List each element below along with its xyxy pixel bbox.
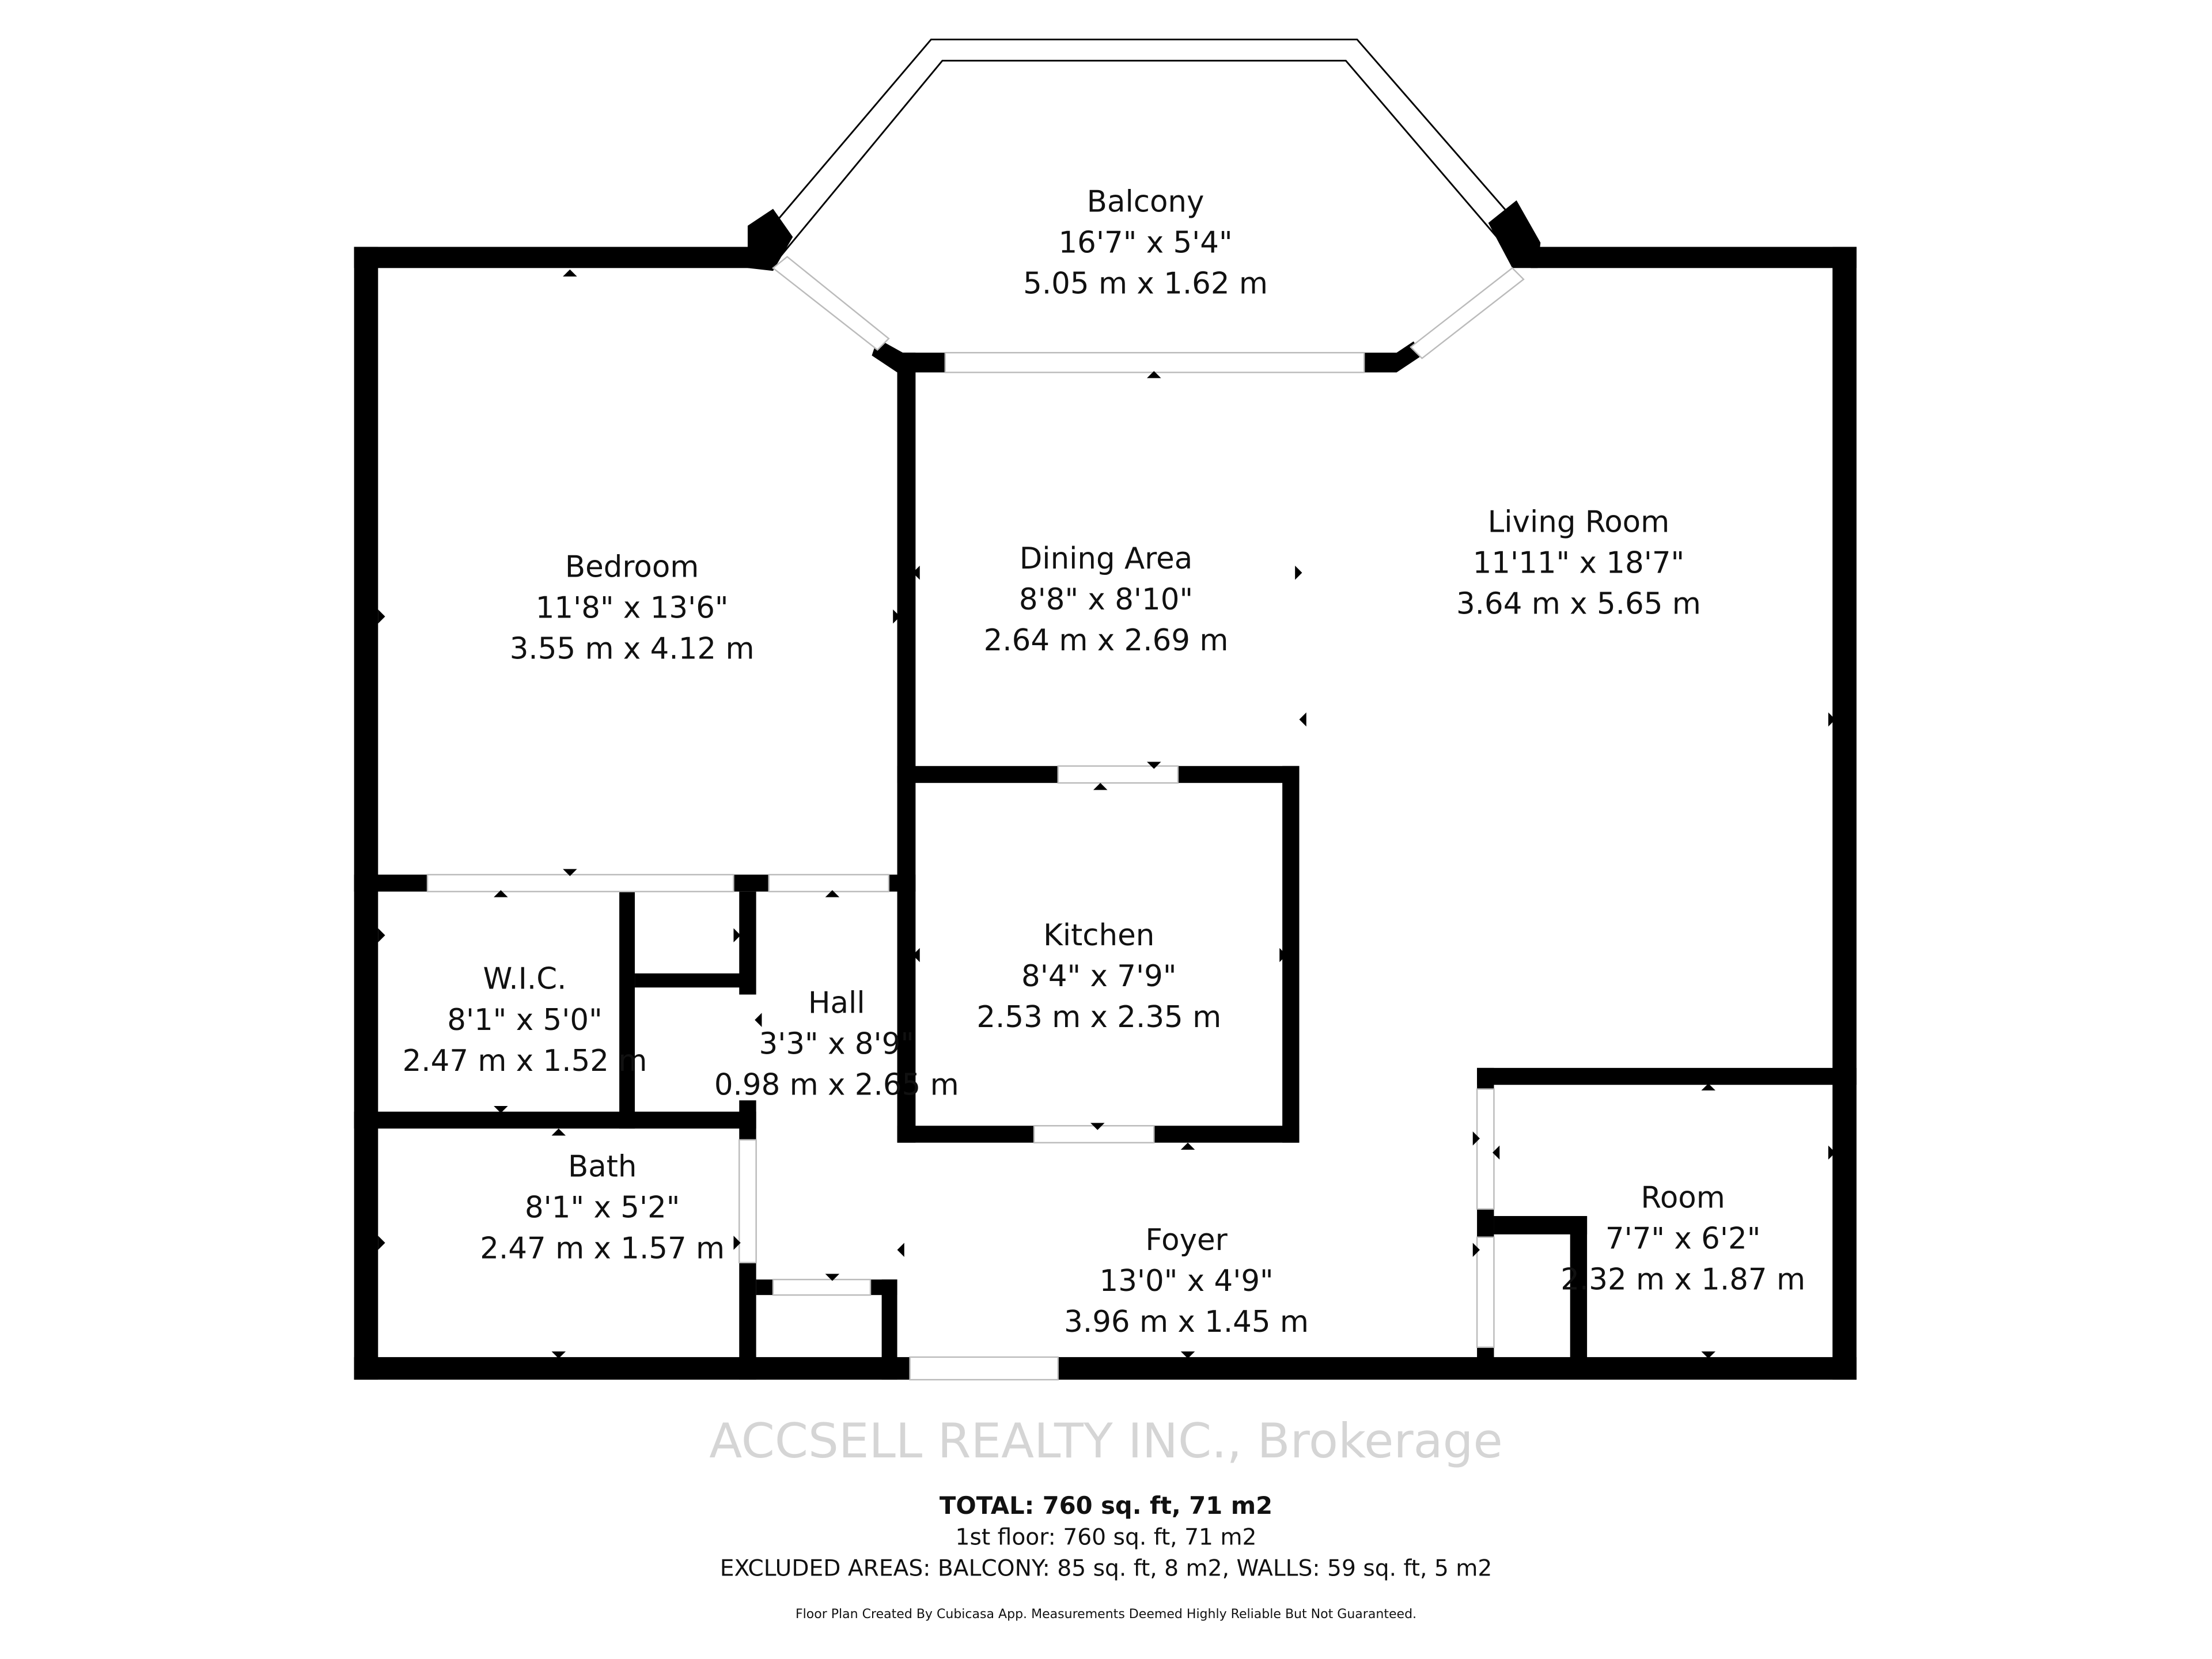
- room-imperial: 8'1" x 5'2": [525, 1190, 680, 1225]
- room-living-room: Living Room 11'11" x 18'7" 3.64 m x 5.65…: [1456, 505, 1701, 621]
- room-metric: 2.47 m x 1.52 m: [403, 1044, 647, 1078]
- room-balcony: Balcony 16'7" x 5'4" 5.05 m x 1.62 m: [1023, 184, 1268, 301]
- room-name: Room: [1641, 1180, 1725, 1215]
- room-name: W.I.C.: [483, 962, 567, 997]
- room-name: Living Room: [1488, 505, 1670, 539]
- balcony-railing: [754, 39, 1539, 257]
- room-name: Balcony: [1087, 184, 1205, 219]
- room-bath: Bath 8'1" x 5'2" 2.47 m x 1.57 m: [480, 1149, 725, 1266]
- room-name: Foyer: [1145, 1223, 1228, 1257]
- room-foyer: Foyer 13'0" x 4'9" 3.96 m x 1.45 m: [1064, 1223, 1309, 1339]
- room-imperial: 8'4" x 7'9": [1021, 959, 1176, 994]
- room-metric: 3.55 m x 4.12 m: [510, 632, 755, 666]
- room-dining-area: Dining Area 8'8" x 8'10" 2.64 m x 2.69 m: [984, 541, 1229, 658]
- room-imperial: 11'11" x 18'7": [1473, 546, 1685, 580]
- room-metric: 2.47 m x 1.57 m: [480, 1231, 725, 1266]
- room-hall: Hall 3'3" x 8'9" 0.98 m x 2.65 m: [714, 986, 959, 1102]
- room-imperial: 11'8" x 13'6": [536, 591, 729, 626]
- watermark: ACCSELL REALTY INC., Brokerage: [709, 1413, 1502, 1469]
- room-name: Hall: [808, 986, 865, 1020]
- room-imperial: 8'1" x 5'0": [447, 1003, 602, 1037]
- disclaimer: Floor Plan Created By Cubicasa App. Meas…: [796, 1607, 1416, 1622]
- room-imperial: 13'0" x 4'9": [1099, 1264, 1273, 1298]
- room-wic: W.I.C. 8'1" x 5'0" 2.47 m x 1.52 m: [403, 962, 647, 1078]
- room-name: Bedroom: [565, 550, 699, 585]
- total-area: TOTAL: 760 sq. ft, 71 m2: [940, 1491, 1272, 1520]
- room-imperial: 8'8" x 8'10": [1019, 582, 1193, 617]
- room-imperial: 16'7" x 5'4": [1058, 225, 1232, 260]
- room-name: Bath: [568, 1149, 637, 1184]
- room-metric: 2.64 m x 2.69 m: [984, 623, 1229, 658]
- windows-and-openings: [426, 256, 1525, 1381]
- room-metric: 0.98 m x 2.65 m: [714, 1067, 959, 1102]
- room-imperial: 7'7" x 6'2": [1605, 1221, 1760, 1256]
- room-kitchen: Kitchen 8'4" x 7'9" 2.53 m x 2.35 m: [976, 918, 1221, 1035]
- floor-area: 1st floor: 760 sq. ft, 71 m2: [956, 1525, 1257, 1551]
- room-room: Room 7'7" x 6'2" 2.32 m x 1.87 m: [1560, 1180, 1805, 1297]
- room-metric: 2.53 m x 2.35 m: [976, 1000, 1221, 1035]
- room-metric: 3.64 m x 5.65 m: [1456, 586, 1701, 621]
- room-metric: 5.05 m x 1.62 m: [1023, 266, 1268, 301]
- room-metric: 2.32 m x 1.87 m: [1560, 1262, 1805, 1297]
- room-bedroom: Bedroom 11'8" x 13'6" 3.55 m x 4.12 m: [510, 550, 755, 666]
- room-imperial: 3'3" x 8'9": [759, 1027, 914, 1061]
- excluded-areas: EXCLUDED AREAS: BALCONY: 85 sq. ft, 8 m2…: [720, 1556, 1493, 1582]
- room-metric: 3.96 m x 1.45 m: [1064, 1305, 1309, 1339]
- room-name: Dining Area: [1020, 541, 1193, 576]
- walls: [354, 200, 1857, 1380]
- room-name: Kitchen: [1043, 918, 1154, 953]
